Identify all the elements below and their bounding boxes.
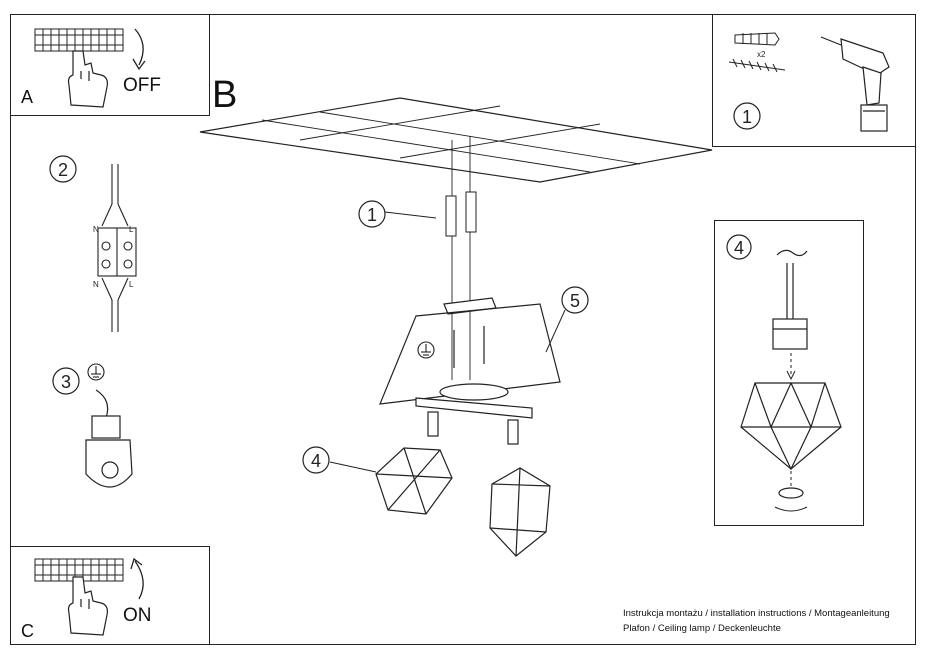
step-number: 4 bbox=[734, 238, 744, 258]
cage-shade-icon bbox=[740, 382, 842, 471]
instruction-sheet-frame bbox=[10, 14, 916, 645]
step-badge-4 bbox=[726, 234, 752, 260]
footer-instructions-title: Instrukcja montażu / installation instru… bbox=[623, 608, 890, 619]
lamp-socket-icon bbox=[772, 318, 808, 350]
panel-step1-tools: x2 1 bbox=[712, 14, 916, 147]
panel-c: C ON bbox=[10, 546, 210, 645]
panel-step4-assembly: 4 bbox=[714, 220, 864, 526]
breaker-panel-icon bbox=[34, 28, 124, 52]
wire-icon bbox=[776, 249, 808, 257]
curved-arrow-up-icon bbox=[134, 560, 144, 600]
panel-letter-b: B bbox=[212, 74, 238, 116]
drill-icon bbox=[820, 36, 890, 132]
footer-product-title: Plafon / Ceiling lamp / Deckenleuchte bbox=[623, 623, 781, 634]
on-label: ON bbox=[123, 605, 152, 626]
wall-plug-icon bbox=[734, 32, 780, 46]
step-badge-1 bbox=[733, 102, 761, 130]
breaker-off-illustration bbox=[34, 28, 146, 108]
breaker-on-illustration bbox=[34, 557, 144, 636]
screw-icon bbox=[728, 58, 786, 73]
off-label: OFF bbox=[123, 75, 161, 96]
step-number: 1 bbox=[742, 107, 752, 127]
curved-arrow-down-icon bbox=[134, 28, 144, 66]
screw-count-label: x2 bbox=[757, 50, 766, 59]
panel-letter-c: C bbox=[21, 621, 34, 641]
panel-letter-a: A bbox=[21, 87, 34, 107]
tools-illustration: x2 1 bbox=[728, 32, 890, 132]
hand-switch-icon bbox=[67, 576, 108, 636]
ring-nut-icon bbox=[778, 487, 804, 499]
hand-switch-icon bbox=[67, 50, 108, 108]
lamp-assembly-illustration: 4 bbox=[726, 234, 842, 512]
panel-a: A OFF bbox=[10, 14, 210, 116]
